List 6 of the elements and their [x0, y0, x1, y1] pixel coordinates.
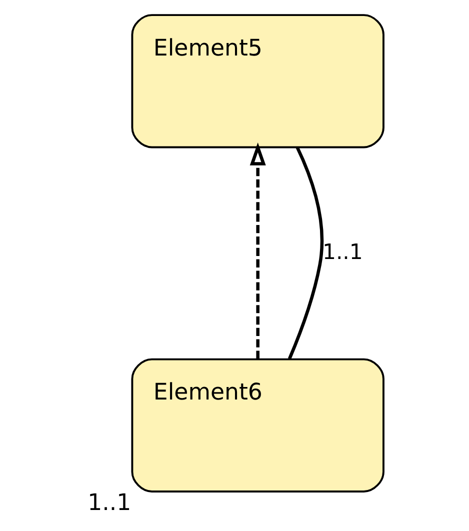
node-label: 1..1: [87, 490, 131, 516]
node-box: Element5: [130, 14, 384, 148]
edge-label: 1..1: [322, 240, 362, 265]
arrow: [249, 142, 266, 359]
connector: [287, 146, 324, 360]
node-box: Element6: [130, 358, 384, 492]
